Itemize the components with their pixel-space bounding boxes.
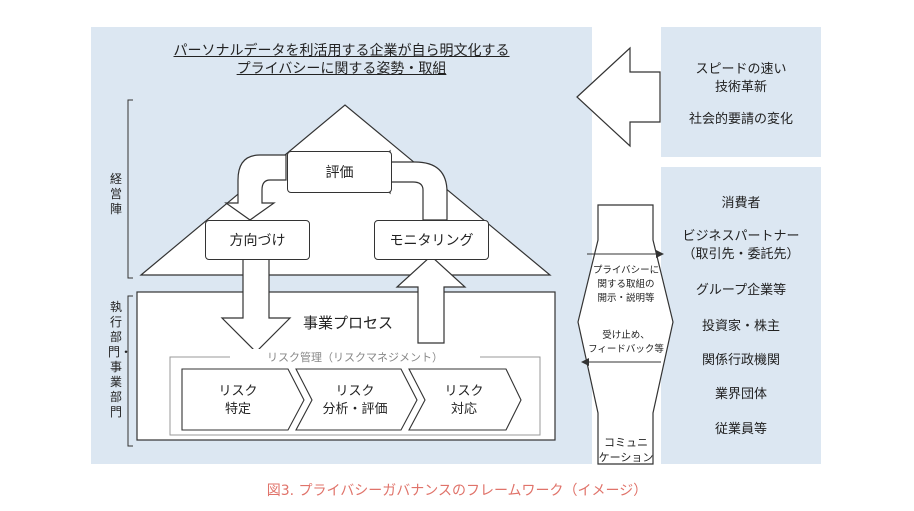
figure-caption: 図3. プライバシーガバナンスのフレームワーク（イメージ）: [266, 483, 648, 499]
risk-chevron-3: [408, 368, 522, 431]
risk-management-label: リスク管理（リスクマネジメント）: [230, 349, 480, 365]
feedback-text-line2: フィードバック等: [588, 344, 664, 355]
risk-step-1-line1: リスク: [218, 384, 258, 399]
external-item-1-line1: スピードの速い: [695, 62, 787, 77]
monitoring-box: モニタリング: [374, 220, 489, 260]
down-arrow: [220, 257, 292, 353]
stakeholder-consumers: 消費者: [721, 196, 761, 211]
eval-to-direction-arrow: [224, 154, 287, 221]
incoming-small-arrowhead: [581, 358, 589, 366]
external-item-1-line2: 技術革新: [714, 80, 767, 95]
risk-step-3-line2: 対応: [450, 402, 477, 417]
stakeholder-employees: 従業員等: [714, 422, 767, 437]
division-label: 執行部門・事業部門: [108, 300, 133, 419]
main-title-line2: プライバシーに関する姿勢・取組: [236, 61, 447, 77]
stakeholder-business-partner: ビジネスパートナー: [682, 229, 800, 244]
management-label: 経営陣: [109, 172, 122, 216]
evaluation-box: 評価: [287, 151, 392, 193]
disclosure-text-line2: 関する取組の: [597, 279, 655, 290]
outgoing-small-arrowhead: [656, 250, 664, 258]
stakeholder-investors: 投資家・株主: [701, 319, 780, 334]
risk-chevron-1: [181, 368, 305, 431]
direction-box: 方向づけ: [205, 220, 310, 260]
main-title-line1: パーソナルデータを利活用する企業が自ら明文化する: [173, 43, 510, 59]
risk-step-1-line2: 特定: [224, 402, 251, 417]
risk-step-2-line1: リスク: [335, 384, 375, 399]
external-item-2: 社会的要請の変化: [688, 112, 793, 127]
stakeholder-business-partner-detail: （取引先・委託先）: [682, 247, 800, 262]
management-bracket: [127, 99, 133, 279]
stakeholder-industry: 業界団体: [714, 387, 767, 402]
external-factors-panel: [661, 27, 821, 157]
risk-step-2-line2: 分析・評価: [322, 402, 388, 417]
risk-chevron-2: [295, 368, 418, 431]
division-bracket: [127, 295, 133, 447]
stakeholder-government: 関係行政機関: [701, 353, 780, 368]
communication-label-line1: コミュニ: [604, 436, 648, 449]
disclosure-text-line3: 開示・説明等: [597, 293, 655, 304]
up-arrow: [395, 255, 467, 344]
stakeholders-panel: [661, 167, 821, 464]
disclosure-text-line1: プライバシーに: [592, 265, 660, 276]
risk-step-3-line1: リスク: [444, 384, 484, 399]
communication-double-arrow: [577, 204, 674, 465]
feedback-text-line1: 受け止め、: [602, 330, 650, 341]
stakeholder-group-companies: グループ企業等: [695, 283, 787, 298]
communication-label-line2: ケーション: [598, 451, 654, 464]
business-process-label: 事業プロセス: [303, 314, 394, 332]
external-arrow: [576, 46, 661, 148]
